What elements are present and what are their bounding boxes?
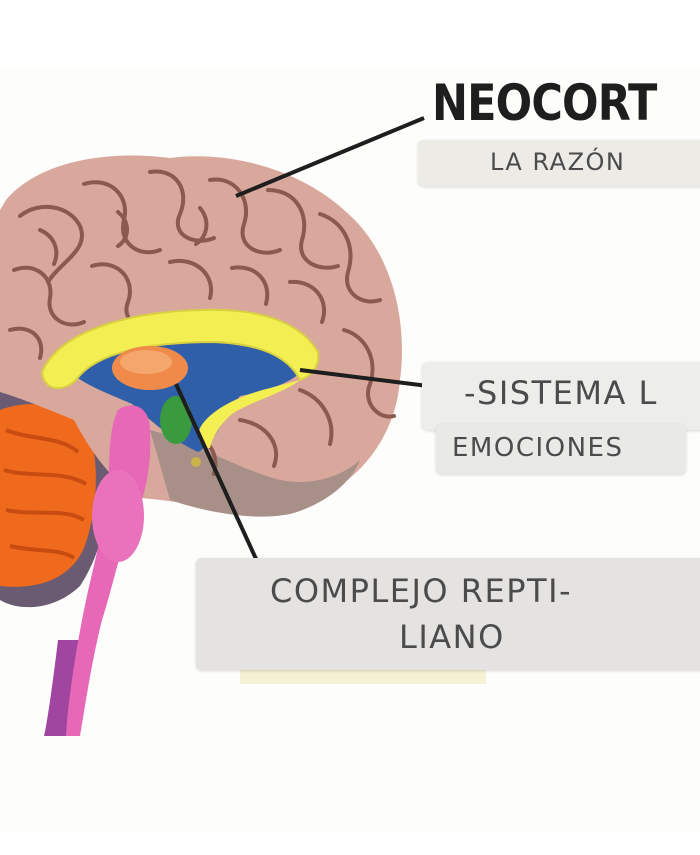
- reptilian-label: COMPLEJO REPTI- LIANO: [196, 558, 700, 670]
- limbic-label-text: EMOCIONES: [452, 433, 624, 463]
- cerebellum-folds: [3, 428, 88, 560]
- limbic-pointer-line: [299, 368, 429, 388]
- neocortex-label: LA RAZÓN: [418, 140, 700, 186]
- reptilian-pointer-line: [174, 383, 264, 573]
- limbic-label: EMOCIONES: [436, 424, 686, 474]
- pineal-dot: [191, 457, 201, 467]
- reptilian-label-line1: COMPLEJO REPTI-: [270, 572, 573, 610]
- pons: [92, 470, 144, 562]
- corpus-callosum: [40, 308, 320, 390]
- neocortex-title: NEOCORT: [432, 74, 657, 132]
- fornix: [198, 380, 300, 448]
- reptilian-label-line2: LIANO: [399, 618, 505, 656]
- hippocampus: [160, 396, 192, 444]
- thalamus-highlight: [120, 350, 172, 374]
- neocortex-label-text: LA RAZÓN: [490, 148, 626, 176]
- temporal-shading: [150, 430, 360, 517]
- limbic-title-label: -SISTEMA L: [422, 362, 700, 430]
- cortex-folds: [8, 169, 396, 476]
- limbic-title-text: -SISTEMA L: [464, 374, 658, 412]
- neocortex-pointer-line: [235, 116, 425, 198]
